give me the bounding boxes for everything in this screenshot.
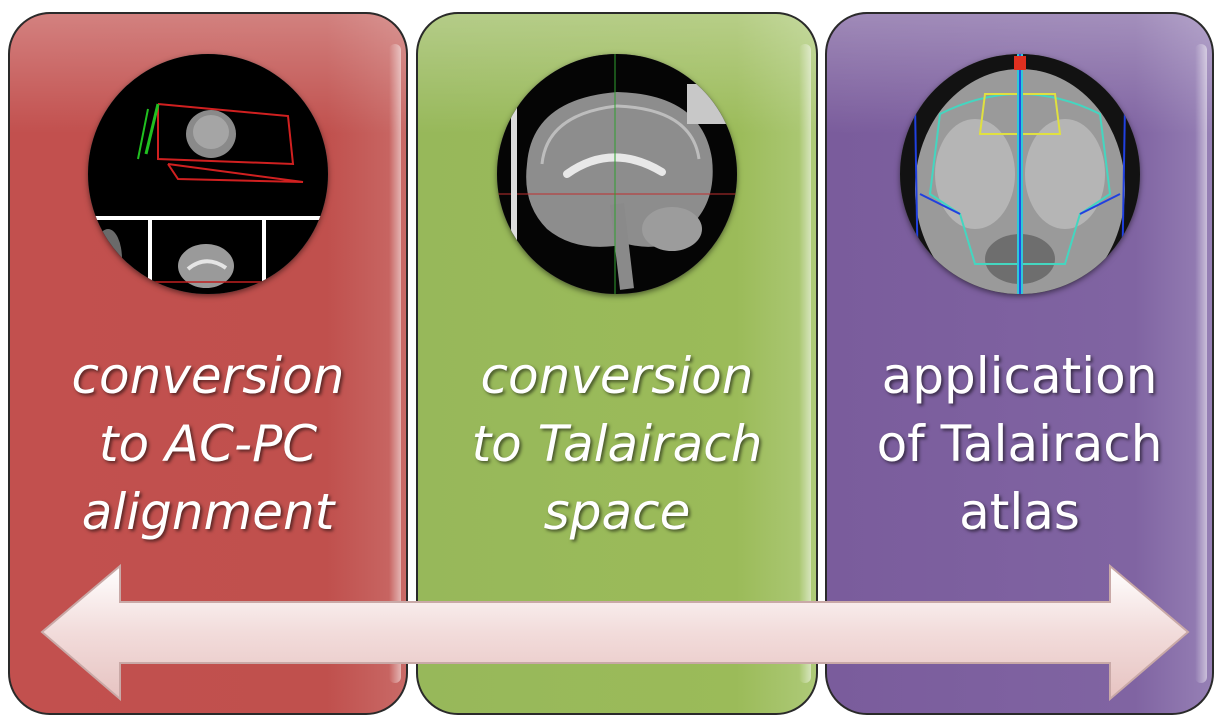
step-label: conversion to Talairach space: [418, 342, 816, 546]
label-line: to AC-PC: [98, 415, 318, 473]
step-label: conversion to AC-PC alignment: [10, 342, 406, 546]
double-arrow-icon: [40, 563, 1190, 702]
label-line: conversion: [480, 347, 754, 405]
step-panel-talairach-space: conversion to Talairach space: [416, 12, 818, 715]
brain-alignment-image: [88, 54, 328, 294]
label-line: of Talairach: [876, 415, 1163, 473]
label-line: space: [543, 483, 691, 541]
label-line: alignment: [81, 483, 335, 541]
brain-atlas-image: [899, 54, 1140, 294]
label-line: to Talairach: [471, 415, 763, 473]
step-label: application of Talairach atlas: [827, 342, 1212, 546]
label-line: atlas: [959, 483, 1080, 541]
label-line: application: [881, 347, 1158, 405]
label-line: conversion: [71, 347, 345, 405]
step-panel-acpc: conversion to AC-PC alignment: [8, 12, 408, 715]
brain-sagittal-image: [497, 54, 737, 294]
